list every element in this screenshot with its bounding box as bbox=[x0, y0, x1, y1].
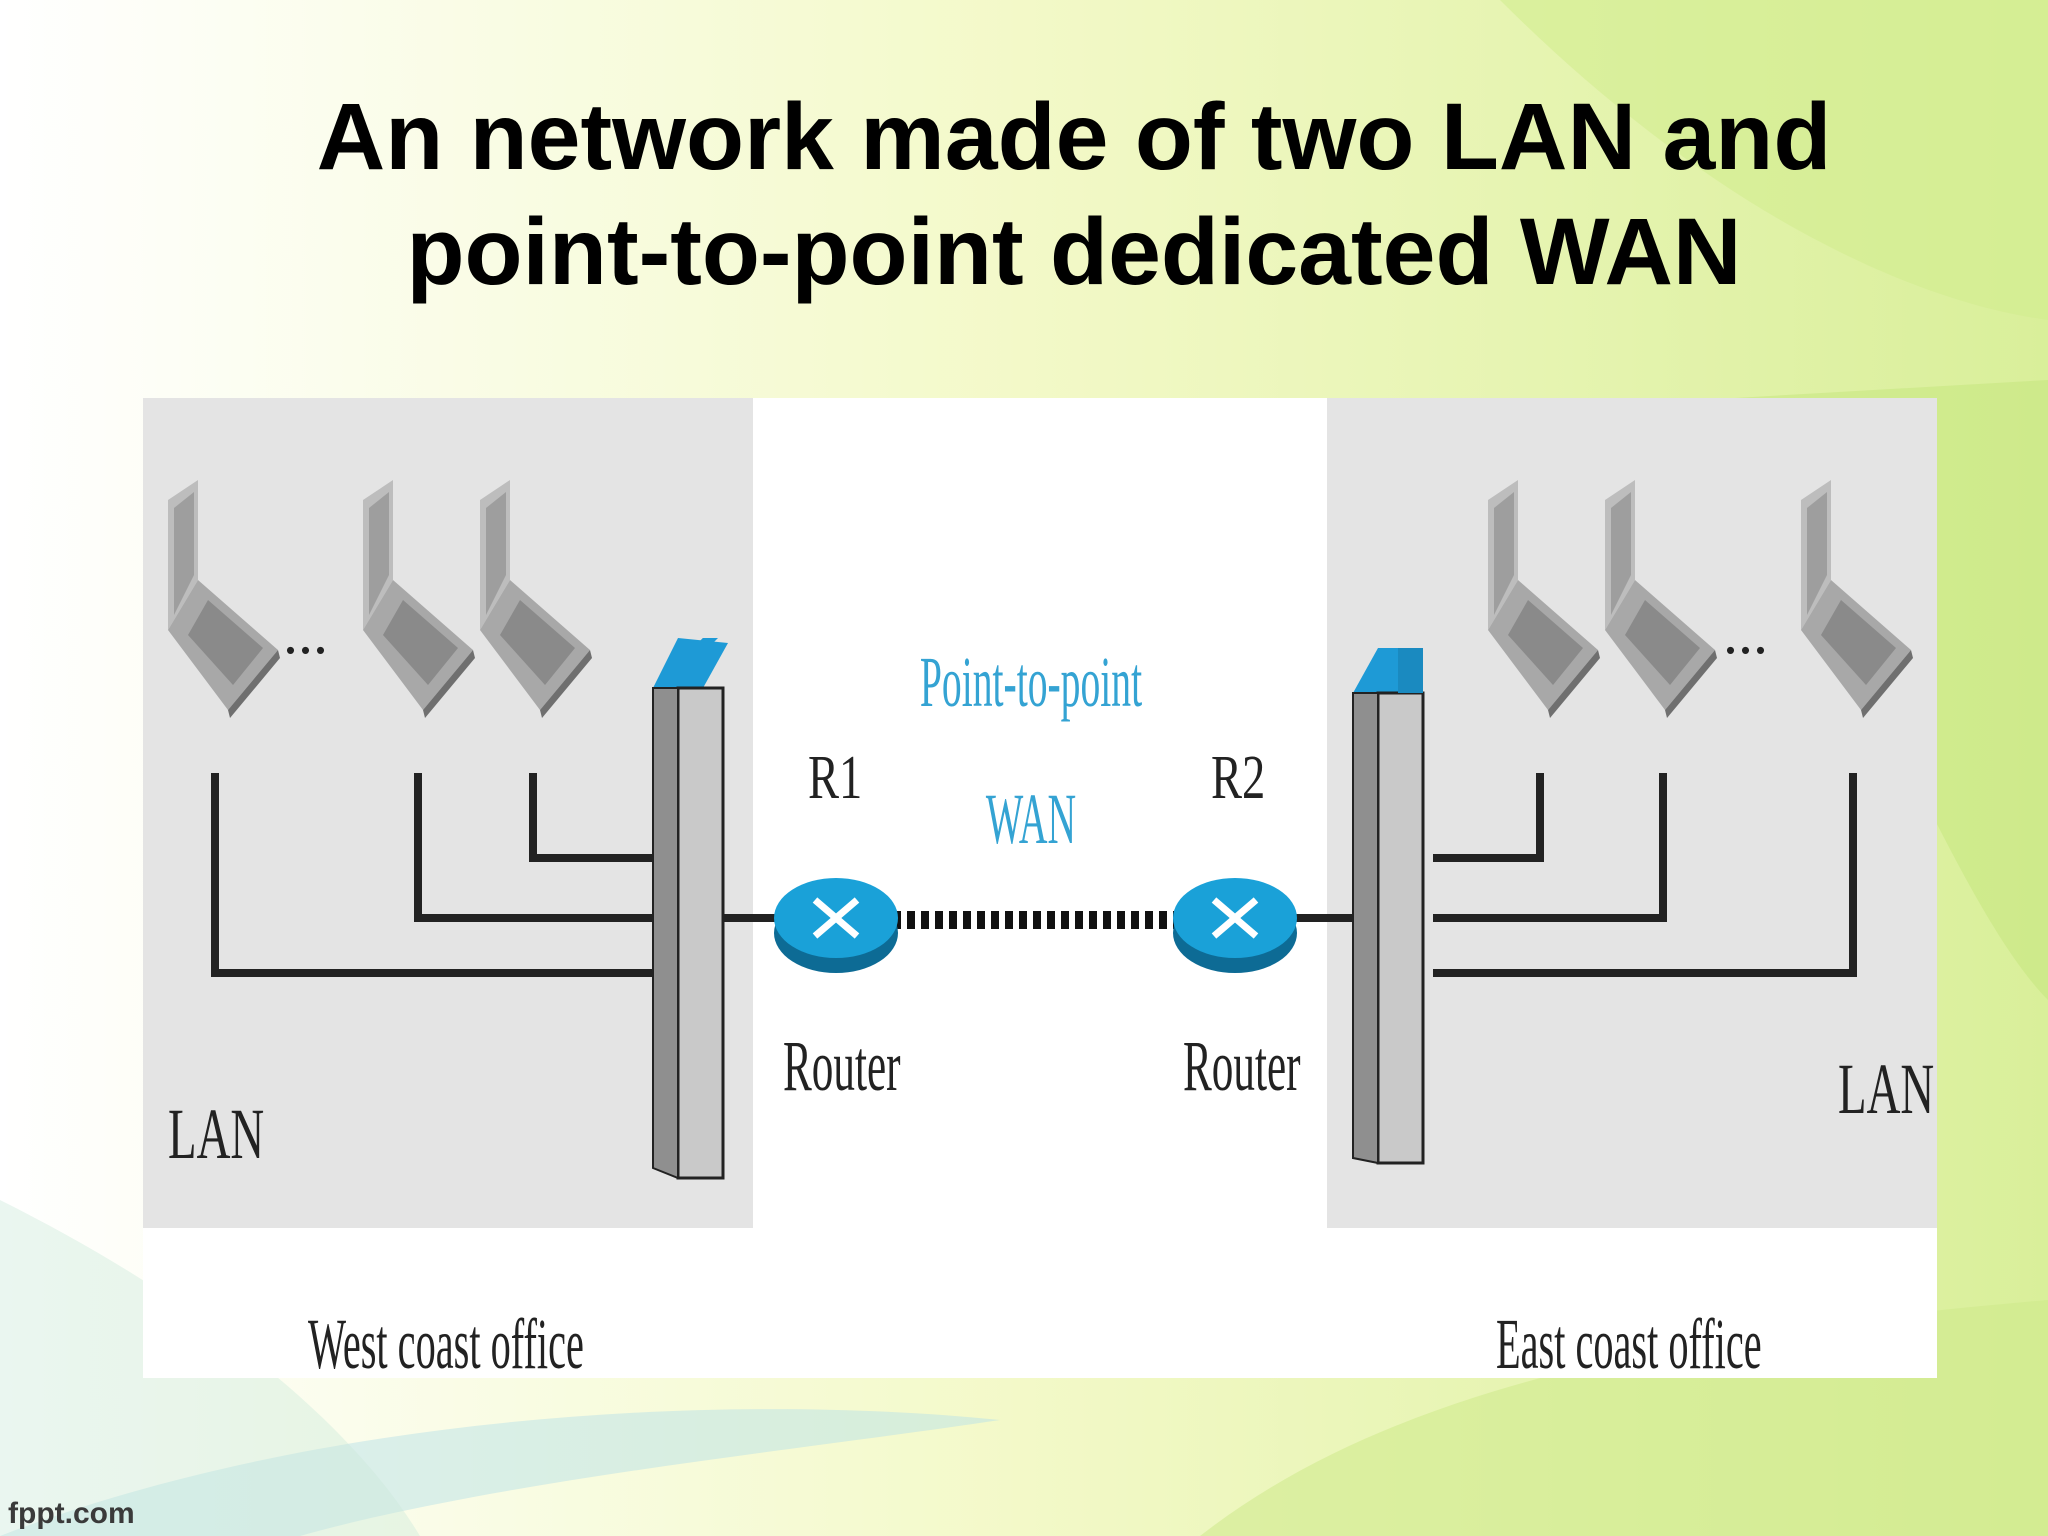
west-switch-icon bbox=[652, 638, 728, 1180]
west-lan-cables bbox=[211, 773, 778, 977]
east-office-label: East coast office bbox=[1496, 1304, 1762, 1378]
network-diagram: ... ... bbox=[143, 398, 1937, 1378]
east-lan-label: LAN bbox=[1838, 1050, 1934, 1129]
router-r1-icon bbox=[774, 878, 898, 973]
west-office-label: West coast office bbox=[308, 1304, 584, 1378]
east-switch-icon bbox=[1352, 648, 1425, 1165]
west-lan-region bbox=[143, 398, 753, 1228]
east-lan-cables bbox=[1293, 773, 1857, 977]
west-lan-label: LAN bbox=[168, 1095, 264, 1174]
router-r1-name: R1 bbox=[808, 743, 862, 812]
router-r1-label: Router bbox=[783, 1026, 901, 1106]
router-r2-label: Router bbox=[1183, 1026, 1301, 1106]
title-line-2: point-to-point dedicated WAN bbox=[406, 199, 1742, 305]
wan-label-line-2: WAN bbox=[986, 779, 1076, 860]
east-ellipsis: ... bbox=[1723, 600, 1768, 666]
footer-brand: fppt.com bbox=[8, 1497, 135, 1530]
router-r2-icon bbox=[1173, 878, 1297, 973]
wan-label-line-1: Point-to-point bbox=[920, 642, 1142, 723]
slide-title: An network made of two LAN and point-to-… bbox=[0, 80, 2048, 310]
router-r2-name: R2 bbox=[1211, 743, 1265, 812]
title-line-1: An network made of two LAN and bbox=[316, 84, 1832, 190]
west-ellipsis: ... bbox=[283, 600, 328, 666]
